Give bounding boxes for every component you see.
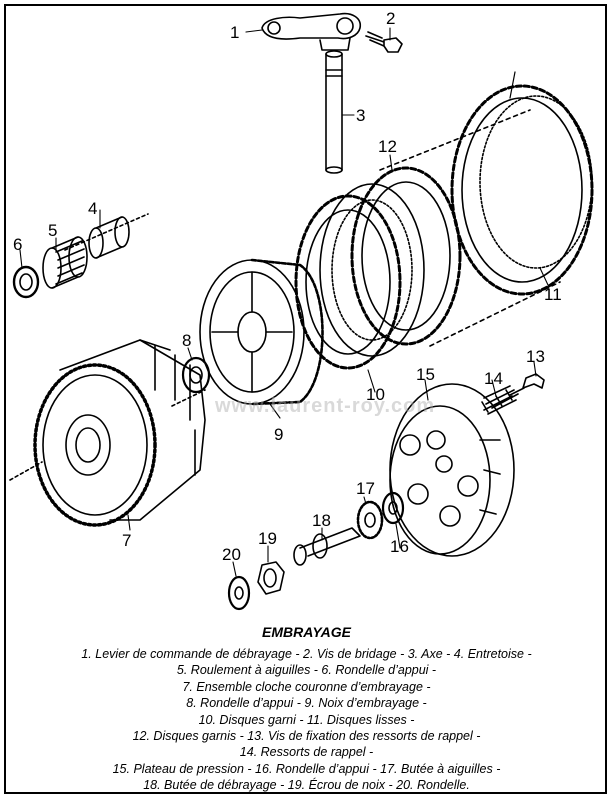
label-2: 2: [386, 9, 395, 28]
shaft-drawing: [325, 50, 343, 174]
label-4: 4: [88, 199, 97, 218]
label-10: 10: [366, 385, 385, 404]
parts-legend: 1. Levier de commande de débrayage - 2. …: [0, 646, 613, 794]
release-bearing-drawing: [293, 527, 361, 566]
label-14: 14: [484, 369, 503, 388]
figure-title: EMBRAYAGE: [262, 624, 351, 640]
label-3: 3: [356, 106, 365, 125]
clutch-hub-drawing: [199, 258, 324, 406]
return-spring-drawing: [481, 385, 519, 415]
legend-line: 1. Levier de commande de débrayage - 2. …: [81, 647, 532, 661]
needle-thrust-bearing-drawing: [356, 500, 384, 540]
legend-line: 14. Ressorts de rappel -: [239, 745, 374, 760]
label-18: 18: [312, 511, 331, 530]
hub-nut-drawing: [257, 561, 285, 595]
washer-20-drawing: [227, 575, 251, 611]
spring-bolt-drawing: [509, 373, 545, 396]
label-13: 13: [526, 347, 545, 366]
pressure-plate-drawing: [389, 383, 515, 557]
label-1: 1: [230, 23, 239, 42]
watermark: www.laurent-roy.com: [215, 395, 436, 417]
figure-frame: [4, 4, 607, 794]
label-12: 12: [378, 137, 397, 156]
washer-8-drawing: [181, 356, 211, 394]
legend-line: 12. Disques garnis - 13. Vis de fixation…: [132, 729, 481, 744]
release-lever-drawing: [261, 12, 362, 51]
legend-line: 8. Rondelle d’appui - 9. Noix d’embrayag…: [186, 696, 427, 711]
label-17: 17: [356, 479, 375, 498]
exploded-clutch-diagram: 1 2 3 4 5 6 7 8 9 10 11 12 13 14 15 16 1…: [9, 9, 594, 611]
clamp-screw-drawing: [365, 31, 403, 53]
needle-bearing-drawing: [42, 236, 88, 289]
legend-line: 18. Butée de débrayage - 19. Écrou de no…: [143, 778, 470, 793]
label-20: 20: [222, 545, 241, 564]
label-5: 5: [48, 221, 57, 240]
label-6: 6: [13, 235, 22, 254]
washer-16-drawing: [381, 491, 405, 525]
lined-discs-10-drawing: [294, 183, 425, 370]
plain-discs-drawing: [450, 71, 594, 296]
spacer-drawing: [64, 213, 149, 259]
thrust-washer-drawing: [12, 265, 40, 299]
clutch-basket-drawing: [9, 339, 206, 527]
label-19: 19: [258, 529, 277, 548]
legend-line: 5. Roulement à aiguilles - 6. Rondelle d…: [176, 663, 437, 678]
part-number-labels: 1 2 3 4 5 6 7 8 9 10 11 12 13 14 15 16 1…: [13, 9, 562, 564]
label-16: 16: [390, 537, 409, 556]
label-15: 15: [416, 365, 435, 384]
label-8: 8: [182, 331, 191, 350]
label-11: 11: [544, 285, 562, 304]
leader-lines: [19, 27, 549, 577]
legend-line: 7. Ensemble cloche couronne d’embrayage …: [182, 679, 431, 694]
legend-line: 10. Disques garni - 11. Disques lisses -: [198, 712, 415, 727]
label-9: 9: [274, 425, 283, 444]
label-7: 7: [122, 531, 131, 550]
legend-line: 15. Plateau de pression - 16. Rondelle d…: [112, 761, 501, 776]
